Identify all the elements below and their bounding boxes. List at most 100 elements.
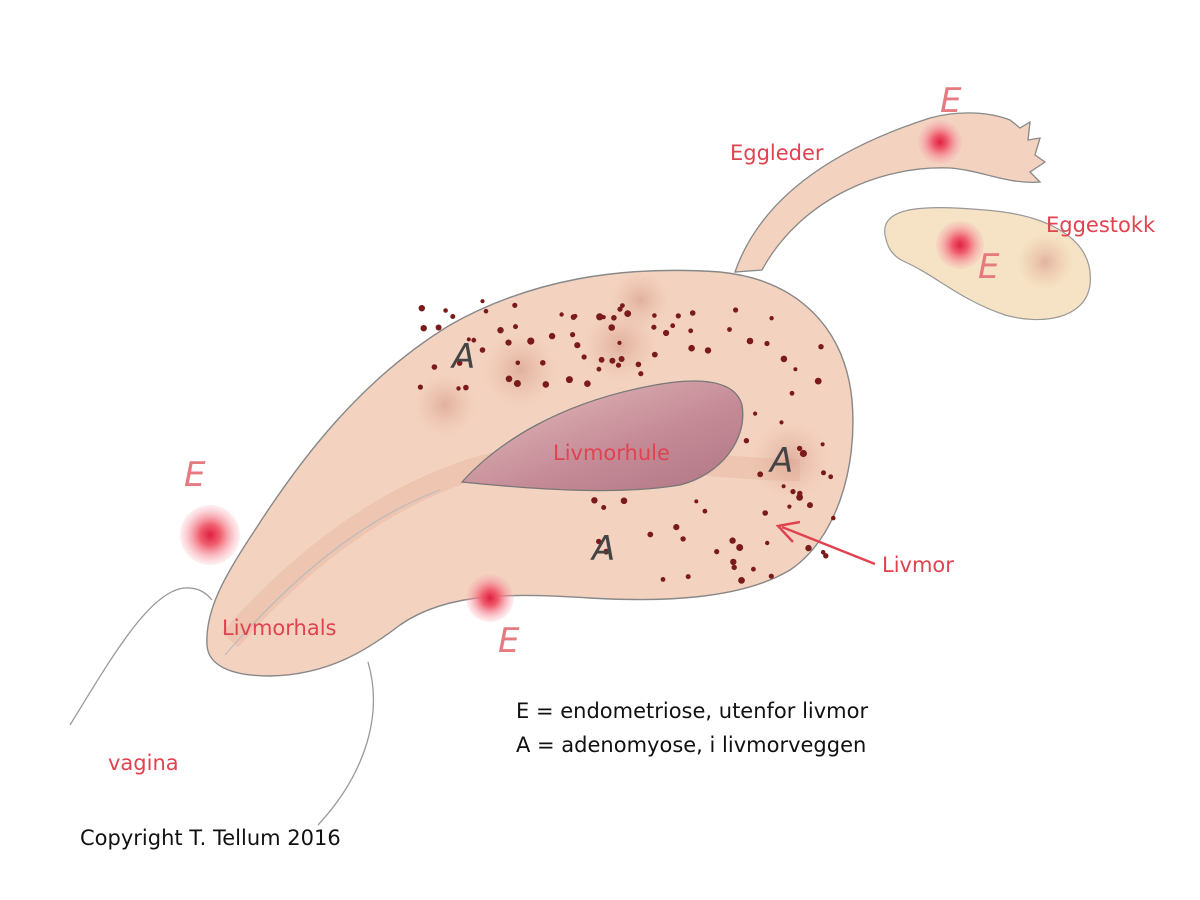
cervical-canal	[224, 489, 441, 656]
adenomyosis-dot	[685, 574, 691, 580]
adenomyosis-dot	[731, 564, 737, 571]
adenomyosis-dot	[757, 471, 764, 478]
lesion-tube	[918, 120, 962, 164]
adenomyosis-dot	[781, 484, 786, 489]
adenomyosis-dot	[652, 313, 657, 318]
vagina-outline-right	[317, 661, 375, 826]
adenomyosis-dots	[417, 299, 836, 584]
copyright: Copyright T. Tellum 2016	[80, 826, 341, 850]
adenomyosis-dot	[591, 497, 598, 504]
adenomyosis-dot	[807, 502, 813, 509]
adenomyosis-dot	[463, 384, 469, 391]
adenomyosis-dot	[688, 344, 695, 352]
adenomyosis-dot	[443, 308, 448, 313]
adenomyosis-dot	[596, 313, 604, 321]
adenomyosis-dot	[565, 376, 573, 384]
adenomyosis-dot	[596, 366, 602, 372]
lesion-outer-bottom	[466, 574, 514, 622]
adenomyosis-dot	[570, 314, 577, 320]
label-cervix: Livmorhals	[222, 616, 337, 640]
adenomyosis-dot	[651, 324, 657, 330]
adenomyosis-dot	[704, 347, 712, 354]
adenomyosis-dot	[617, 340, 622, 345]
adenomyosis-dot	[559, 312, 564, 317]
adenomyosis-dot	[479, 347, 486, 353]
ovary-follicle	[1017, 234, 1073, 290]
adenomyosis-dot	[805, 544, 812, 552]
vagina-outline-left	[69, 587, 213, 726]
adenomyosis-dot	[821, 470, 826, 476]
adenomyosis-dot	[542, 381, 550, 388]
adenomyosis-dot	[603, 548, 610, 555]
adenomyosis-dot	[435, 324, 442, 331]
adenomyosis-dot	[768, 573, 774, 579]
label-ovary: Eggestokk	[1046, 213, 1156, 237]
adenomyosis-dot	[598, 356, 605, 363]
adenomyosis-dot	[418, 305, 425, 312]
uterine-cavity	[460, 380, 744, 492]
adenomyosis-dot	[823, 553, 829, 559]
adenomyosis-dot	[647, 531, 654, 538]
mark-a-top: A	[450, 337, 475, 377]
adenomyosis-dot	[694, 499, 699, 504]
adenomyosis-dot	[769, 316, 774, 321]
adenomyosis-dot	[512, 302, 518, 308]
adenomyosis-dot	[624, 310, 632, 317]
adenomyosis-dot	[779, 420, 784, 425]
adenomyosis-dot	[793, 367, 798, 372]
adenomyosis-dot	[638, 371, 644, 377]
adenomyosis-dot	[450, 314, 456, 319]
adenomyosis-dot	[635, 361, 642, 368]
adenomyosis-dot	[570, 332, 576, 338]
adenomyosis-dot	[660, 577, 666, 582]
adenomyosis-dot	[615, 362, 622, 368]
adenomyosis-dot	[596, 538, 602, 545]
adenomyosis-dot	[497, 327, 504, 334]
adenomyosis-dot	[738, 577, 745, 584]
adenomyosis-dot	[762, 510, 768, 516]
adenomyosis-dot	[727, 327, 732, 332]
label-tube: Eggleder	[730, 141, 824, 165]
mark-e-tube: E	[940, 81, 962, 121]
adenomyosis-dot	[818, 344, 824, 350]
adenomyosis-dot	[420, 325, 427, 332]
adenomyosis-dot	[651, 351, 658, 358]
adenomyosis-dot	[480, 299, 485, 304]
adenomyosis-dot	[820, 442, 825, 447]
adenomyosis-dot	[548, 332, 556, 340]
adenomyosis-dot	[729, 537, 736, 544]
adenomyosis-dot	[620, 497, 628, 505]
adenomyosis-dot	[601, 505, 607, 510]
legend-e: E = endometriose, utenfor livmor	[516, 699, 868, 723]
label-cavity: Livmorhule	[553, 441, 670, 465]
adenomyosis-dot	[689, 310, 696, 316]
adenomyosis-dot	[611, 315, 617, 321]
adenomyosis-dot	[584, 380, 591, 388]
adenomyosis-dot	[609, 357, 616, 364]
lesion-outer-left	[180, 505, 240, 565]
mark-e-bottom: E	[498, 621, 520, 661]
mark-a-right: A	[768, 441, 793, 481]
adenomyosis-dot	[733, 307, 739, 313]
adenomyosis-dot	[457, 360, 463, 366]
label-uterus: Livmor	[882, 553, 954, 577]
adenomyosis-dot	[714, 549, 720, 555]
adenomyosis-dot	[620, 303, 625, 308]
adenomyosis-dot	[787, 504, 792, 509]
adenomyosis-dot	[673, 524, 680, 531]
adenomyosis-dot	[670, 323, 676, 329]
adenomyosis-dot	[751, 566, 756, 572]
adenomyosis-dot	[505, 339, 512, 346]
adenomyosis-dot	[799, 449, 808, 458]
adenomyosis-dot	[780, 355, 788, 363]
adenomyosis-dot	[814, 377, 822, 385]
adenomyosis-dot	[608, 324, 615, 331]
adenomyosis-dot	[736, 544, 744, 551]
adenomyosis-dot	[764, 340, 770, 347]
adenomyosis-dot	[515, 360, 521, 366]
lesion-ovary	[936, 221, 984, 269]
adenomyosis-dot	[513, 380, 521, 387]
adenomyosis-dot	[483, 308, 489, 314]
adenomyosis-dot	[581, 354, 587, 360]
